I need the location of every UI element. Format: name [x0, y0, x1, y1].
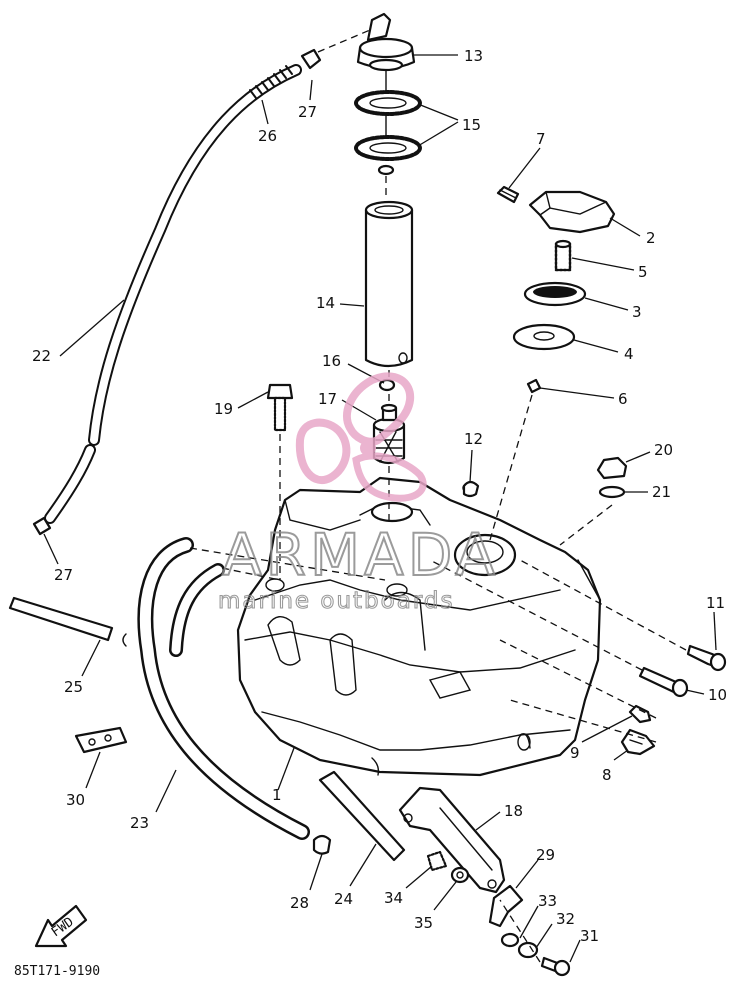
callout-12: 12	[464, 430, 483, 448]
fuel-tank	[236, 476, 602, 777]
callout-10: 10	[708, 686, 727, 704]
callout-25: 25	[64, 678, 83, 696]
bracket-assembly	[398, 786, 571, 977]
watermark-tagline: marine outboards	[218, 588, 454, 614]
callout-9: 9	[570, 744, 580, 762]
callout-4: 4	[624, 345, 634, 363]
callout-labels: 1 2 3 4 5 6 7 8 9 10 11 12 13 14 15 16 1…	[32, 47, 727, 945]
callout-14: 14	[316, 294, 335, 312]
watermark: ARMADA marine outboards	[217, 372, 499, 615]
vent-hose	[32, 29, 371, 536]
callout-3: 3	[632, 303, 642, 321]
fuel-gauge-assembly	[354, 12, 422, 520]
filler-cap-assembly	[489, 185, 616, 541]
callout-27-left: 27	[54, 566, 73, 584]
callout-6: 6	[618, 390, 628, 408]
callout-8: 8	[602, 766, 612, 784]
callout-34: 34	[384, 889, 403, 907]
callout-17: 17	[318, 390, 337, 408]
fuel-hose	[8, 537, 406, 862]
callout-28: 28	[290, 894, 309, 912]
callout-7: 7	[536, 130, 546, 148]
callout-13: 13	[464, 47, 483, 65]
watermark-logo	[295, 372, 427, 502]
callout-5: 5	[638, 263, 648, 281]
callout-33: 33	[538, 892, 557, 910]
callout-21: 21	[652, 483, 671, 501]
clips	[499, 639, 657, 756]
callout-26: 26	[258, 127, 277, 145]
callout-1: 1	[272, 786, 282, 804]
callout-19: 19	[214, 400, 233, 418]
mounting-hardware	[266, 383, 628, 580]
tank-bolts	[429, 559, 727, 698]
callout-15: 15	[462, 116, 481, 134]
fwd-arrow: FWD	[34, 904, 88, 948]
callout-20: 20	[654, 441, 673, 459]
callout-11: 11	[706, 594, 725, 612]
callout-35: 35	[414, 914, 433, 932]
leader-lines	[43, 54, 717, 963]
callout-29: 29	[536, 846, 555, 864]
callout-16: 16	[322, 352, 341, 370]
callout-2: 2	[646, 229, 656, 247]
callout-24: 24	[334, 890, 353, 908]
callout-32: 32	[556, 910, 575, 928]
watermark-brand: ARMADA	[222, 521, 499, 589]
callout-27-top: 27	[298, 103, 317, 121]
drawing-code: 85T171-9190	[14, 964, 100, 979]
callout-23: 23	[130, 814, 149, 832]
callout-22: 22	[32, 347, 51, 365]
callout-30: 30	[66, 791, 85, 809]
callout-18: 18	[504, 802, 523, 820]
callout-31: 31	[580, 927, 599, 945]
